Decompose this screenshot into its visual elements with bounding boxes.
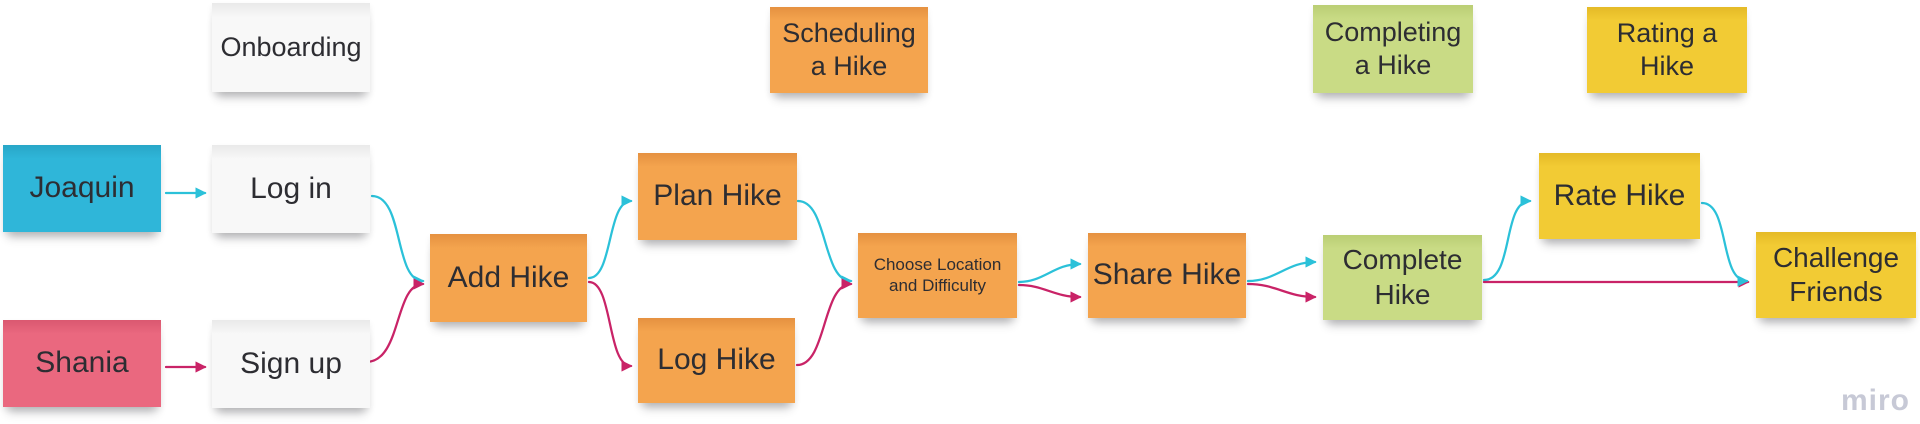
connector-log-hike-to-choose-location[interactable] bbox=[795, 278, 853, 367]
connector-sign-up-to-add-hike[interactable] bbox=[364, 278, 425, 364]
connector-rate-hike-to-challenge-friends[interactable] bbox=[1700, 201, 1749, 287]
sticky-add-hike[interactable]: Add Hike bbox=[430, 234, 587, 322]
sticky-challenge-friends[interactable]: Challenge Friends bbox=[1756, 232, 1916, 318]
connector-complete-hike-to-rate-hike[interactable] bbox=[1482, 195, 1532, 282]
sticky-rate-hike[interactable]: Rate Hike bbox=[1539, 153, 1700, 239]
sticky-sign-up[interactable]: Sign up bbox=[212, 320, 370, 408]
sticky-phase-onboarding[interactable]: Onboarding bbox=[212, 3, 370, 92]
connector-add-hike-to-plan-hike[interactable] bbox=[587, 195, 633, 280]
sticky-phase-scheduling[interactable]: Scheduling a Hike bbox=[770, 7, 928, 93]
sticky-phase-completing[interactable]: Completing a Hike bbox=[1313, 5, 1473, 93]
sticky-phase-rating[interactable]: Rating a Hike bbox=[1587, 7, 1747, 93]
sticky-complete-hike[interactable]: Complete Hike bbox=[1323, 235, 1482, 320]
sticky-log-hike[interactable]: Log Hike bbox=[638, 318, 795, 403]
connector-choose-location-to-share-hike[interactable] bbox=[1017, 283, 1082, 303]
sticky-shania[interactable]: Shania bbox=[3, 320, 161, 407]
sticky-choose-location[interactable]: Choose Location and Difficulty bbox=[858, 233, 1017, 318]
connector-plan-hike-to-choose-location[interactable] bbox=[796, 199, 853, 287]
sticky-plan-hike[interactable]: Plan Hike bbox=[638, 153, 797, 240]
connector-choose-location-to-share-hike[interactable] bbox=[1017, 258, 1082, 284]
connector-share-hike-to-complete-hike[interactable] bbox=[1246, 282, 1317, 303]
sticky-log-in[interactable]: Log in bbox=[212, 145, 370, 233]
miro-watermark-logo: miro bbox=[1840, 384, 1910, 417]
connector-log-in-to-add-hike[interactable] bbox=[370, 194, 425, 287]
connector-add-hike-to-log-hike[interactable] bbox=[587, 280, 633, 372]
sticky-share-hike[interactable]: Share Hike bbox=[1088, 233, 1246, 318]
connector-share-hike-to-complete-hike[interactable] bbox=[1246, 256, 1317, 283]
sticky-joaquin[interactable]: Joaquin bbox=[3, 145, 161, 232]
